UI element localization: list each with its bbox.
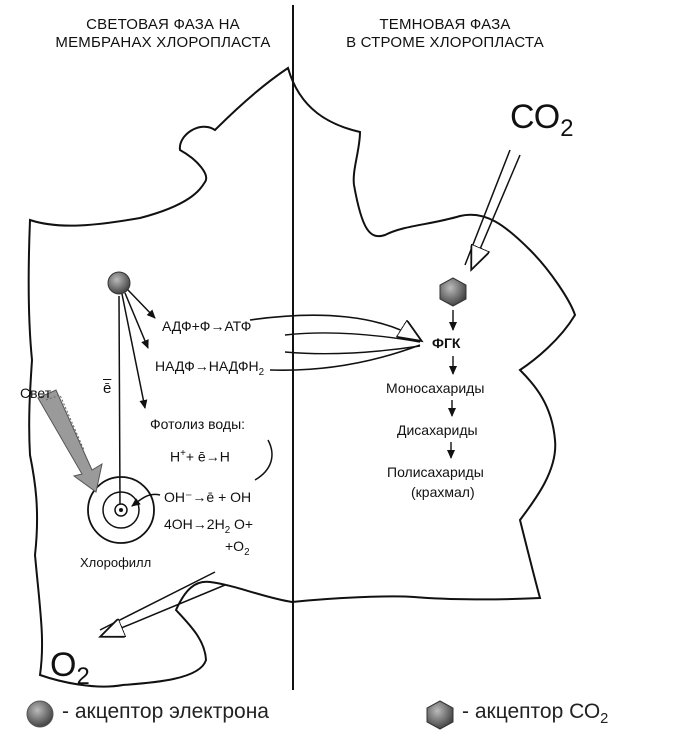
legend-co2-acceptor-icon bbox=[427, 701, 453, 729]
fgk-label: ФГК bbox=[432, 335, 460, 351]
electron-path bbox=[119, 296, 120, 505]
electron-acceptor-dot bbox=[108, 272, 130, 294]
starch-label: (крахмал) bbox=[411, 484, 475, 500]
monosaccharides-label: Моносахариды bbox=[386, 380, 484, 396]
polysaccharides-label: Полисахариды bbox=[387, 464, 484, 480]
o2-label: О2 bbox=[50, 646, 90, 691]
arrow-to-atp bbox=[128, 290, 155, 318]
legend-electron-acceptor-icon bbox=[27, 701, 53, 727]
arrow-to-photolysis bbox=[122, 294, 145, 408]
dark-phase-header: ТЕМНОВАЯ ФАЗА В СТРОМЕ ХЛОРОПЛАСТА bbox=[330, 16, 560, 52]
oh-reaction: ОН⁻→ē + ОН bbox=[164, 489, 251, 506]
light-ray-icon bbox=[38, 390, 102, 492]
electron-label: ē bbox=[103, 380, 111, 397]
atp-transfer-arrow bbox=[250, 315, 420, 340]
co2-label: СО2 bbox=[510, 98, 574, 143]
co2-acceptor-hexagon bbox=[440, 278, 466, 306]
co2-arrow-a bbox=[465, 150, 510, 265]
nadph-transfer-arrow-b bbox=[285, 333, 420, 342]
legend-electron-acceptor-text: - акцептор электрона bbox=[62, 700, 269, 724]
o2-arrow-b bbox=[102, 585, 225, 636]
o2-arrow-a bbox=[100, 572, 215, 630]
photolysis-connector bbox=[255, 440, 272, 480]
disaccharides-label: Дисахариды bbox=[397, 422, 478, 438]
light-phase-header-line2: МЕМБРАНАХ ХЛОРОПЛАСТА bbox=[52, 34, 274, 52]
legend-co2-acceptor-text: - акцептор СО2 bbox=[462, 700, 608, 727]
arrow-to-nadp bbox=[125, 293, 148, 348]
oxygen-plus: +О2 bbox=[225, 538, 250, 558]
dark-phase-header-line2: В СТРОМЕ ХЛОРОПЛАСТА bbox=[330, 34, 560, 52]
chloroplast-outline bbox=[29, 68, 575, 687]
chlorophyll-label: Хлорофилл bbox=[80, 555, 151, 570]
dark-phase-header-line1: ТЕМНОВАЯ ФАЗА bbox=[330, 16, 560, 34]
light-phase-header-line1: СВЕТОВАЯ ФАЗА НА bbox=[52, 16, 274, 34]
light-label: Свет bbox=[20, 385, 51, 401]
h-reaction: Н++ ē→Н bbox=[170, 448, 230, 465]
nadp-reaction: НАДФ→НАДФН2 bbox=[155, 358, 264, 378]
water-reaction: 4ОН→2Н2 О+ bbox=[164, 516, 253, 536]
light-phase-header: СВЕТОВАЯ ФАЗА НА МЕМБРАНАХ ХЛОРОПЛАСТА bbox=[52, 16, 274, 52]
photolysis-title: Фотолиз воды: bbox=[150, 416, 245, 432]
co2-arrow-b bbox=[472, 155, 520, 268]
atp-reaction: АДФ+Ф→АТФ bbox=[162, 318, 251, 334]
chlorophyll-icon bbox=[88, 477, 154, 543]
